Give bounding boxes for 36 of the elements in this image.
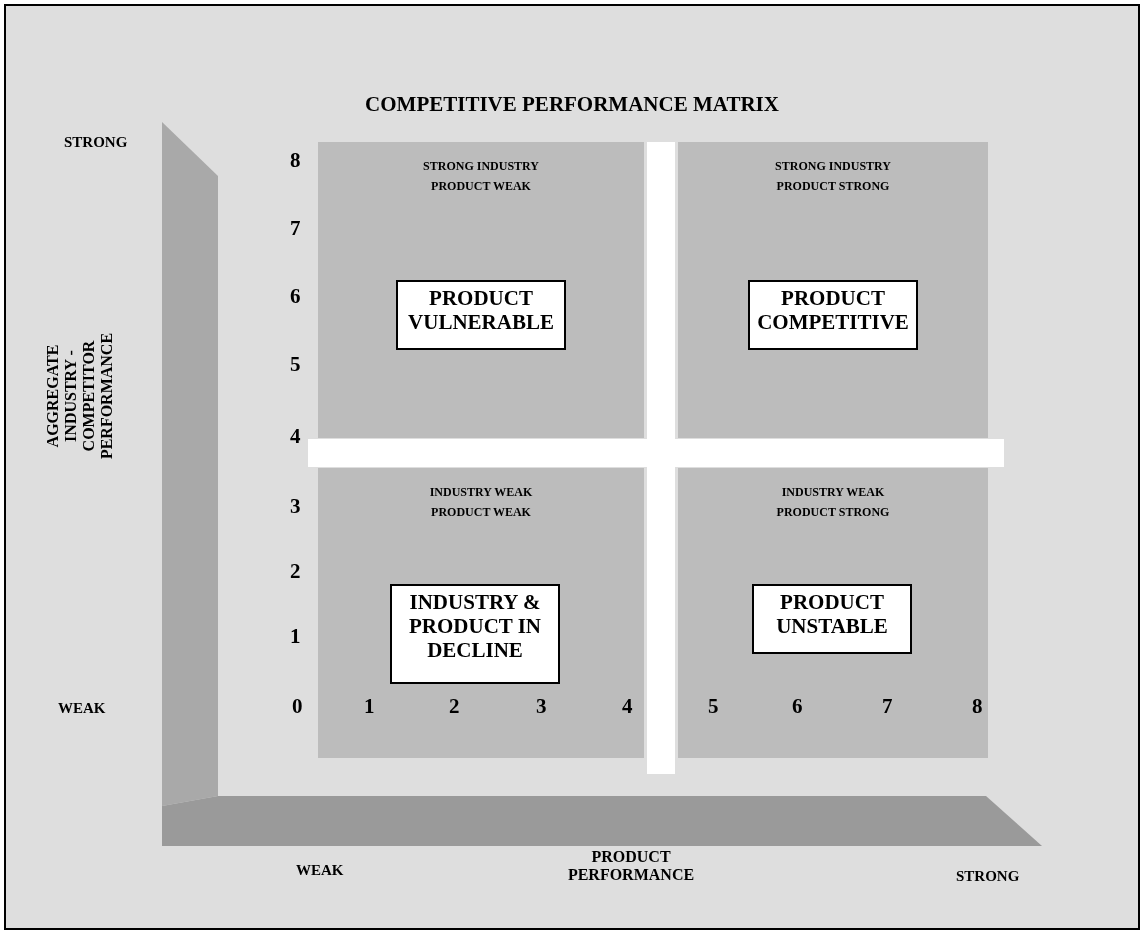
quadrant-panel [678,468,988,758]
axis-end-label: STRONG [956,868,1020,885]
quadrant-label-box: INDUSTRY & PRODUCT IN DECLINE [390,584,560,684]
axis-end-label: WEAK [58,700,106,717]
quadrant-panel [678,142,988,438]
axis-tick: 4 [622,694,633,719]
quadrant-label-box: PRODUCT UNSTABLE [752,584,912,654]
quadrant-label-box: PRODUCT VULNERABLE [396,280,566,350]
axis-tick: 7 [882,694,893,719]
quadrant-caption: INDUSTRY WEAK PRODUCT STRONG [775,484,891,521]
quadrant-panel [318,142,644,438]
quadrant-caption: INDUSTRY WEAK PRODUCT WEAK [428,484,534,521]
axis-title: AGGREGATE INDUSTRY - COMPETITOR PERFORMANCE [44,331,116,462]
quadrant-panel [318,468,644,758]
axis-tick: 7 [290,216,301,241]
quadrant-label-box: PRODUCT COMPETITIVE [748,280,918,350]
axis-tick: 0 [292,694,303,719]
axis-tick: 1 [290,624,301,649]
axis-tick: 1 [364,694,375,719]
axis-tick: 6 [290,284,301,309]
axis-tick: 4 [290,424,301,449]
axis-tick: 5 [708,694,719,719]
axis-tick: 3 [536,694,547,719]
axis-tick: 8 [290,148,301,173]
quadrant-caption: STRONG INDUSTRY PRODUCT STRONG [774,158,892,195]
axis-tick: 2 [449,694,460,719]
axis-tick: 5 [290,352,301,377]
chart-title: COMPETITIVE PERFORMANCE MATRIX [364,92,780,117]
quadrant-caption: STRONG INDUSTRY PRODUCT WEAK [422,158,540,195]
axis-end-label: STRONG [64,134,128,151]
axis-tick: 8 [972,694,983,719]
axis-end-label: WEAK [296,862,344,879]
axis-tick: 6 [792,694,803,719]
axis-tick: 2 [290,559,301,584]
axis-title: PRODUCT PERFORMANCE [566,848,696,884]
axis-tick: 3 [290,494,301,519]
